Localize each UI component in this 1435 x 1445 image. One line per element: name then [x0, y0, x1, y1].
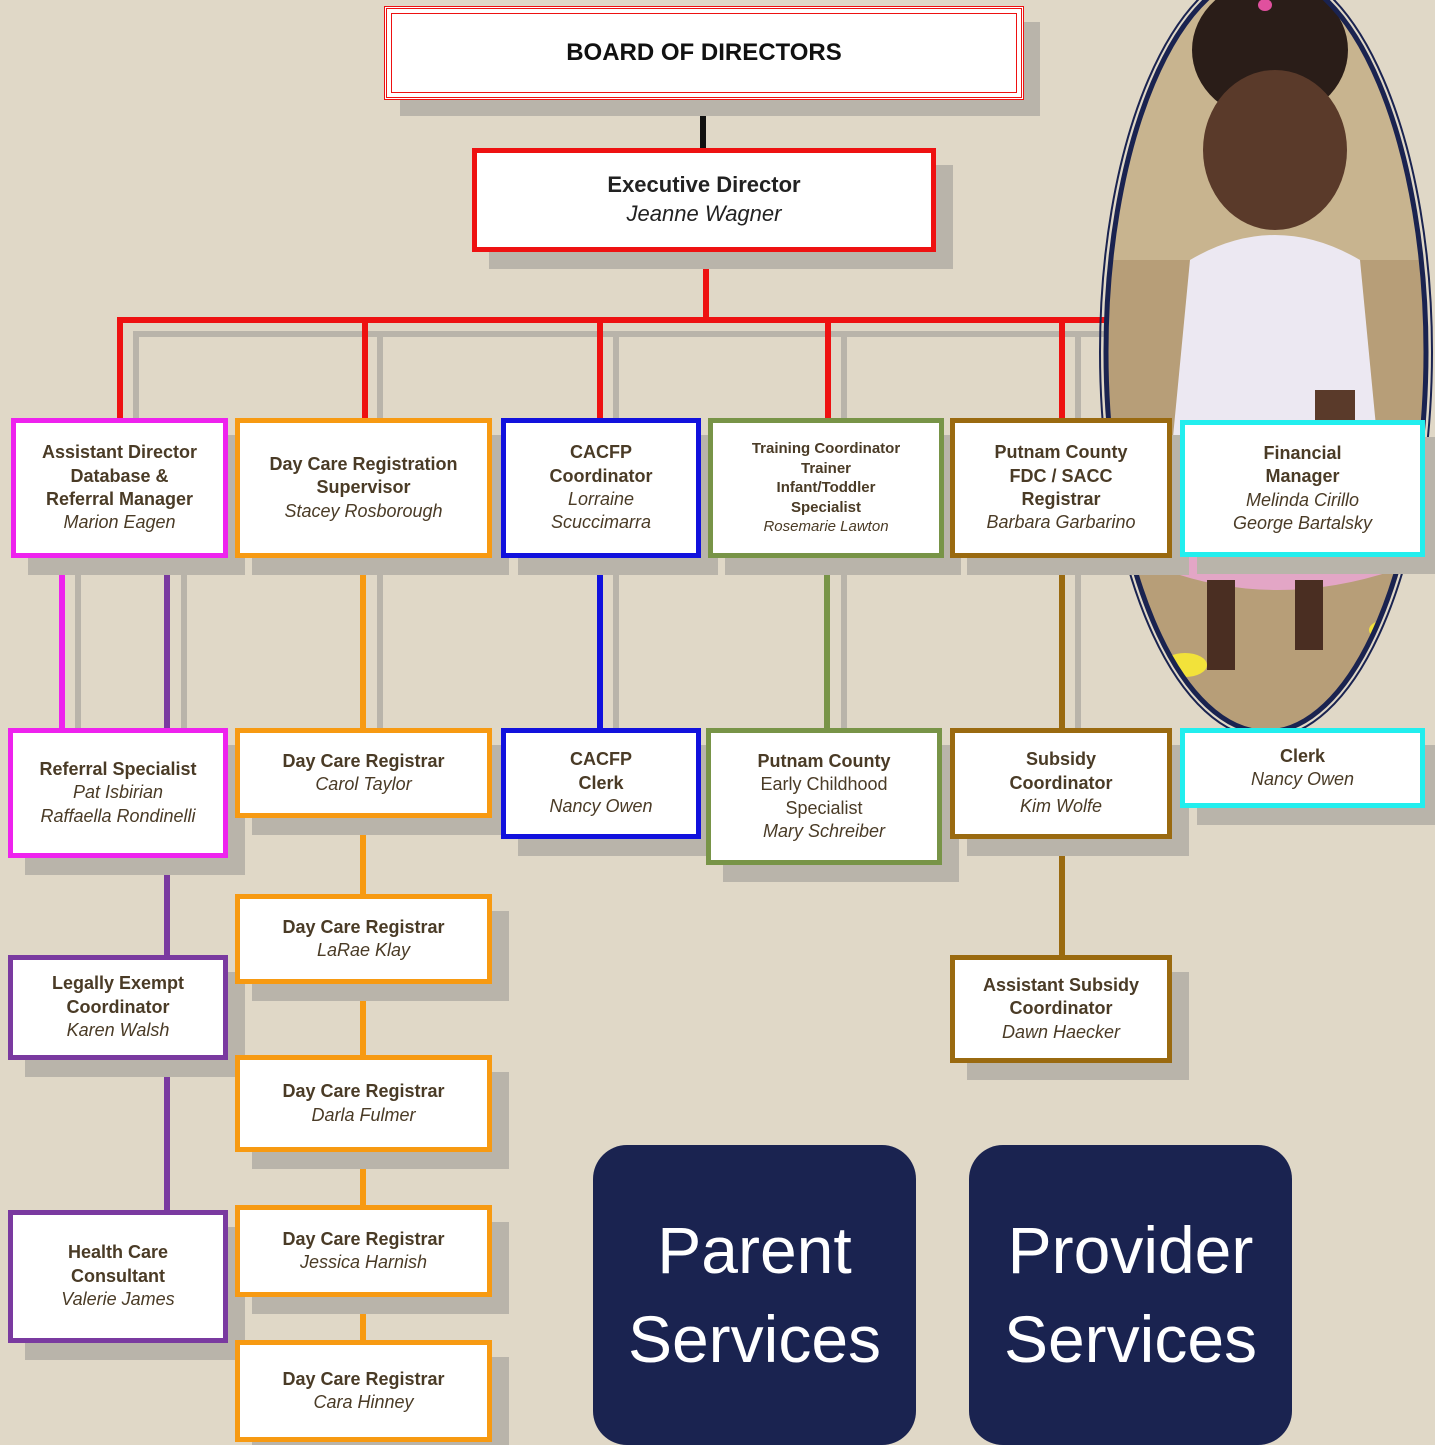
registrar-title: Day Care Registrar — [282, 916, 445, 937]
putnam-registrar-box: Putnam County FDC / SACC Registrar Barba… — [950, 418, 1172, 558]
training-coordinator-name: Rosemarie Lawton — [763, 518, 889, 536]
legally-exempt-coordinator-box: Legally Exempt Coordinator Karen Walsh — [8, 955, 228, 1060]
registrar-title: Day Care Registrar — [282, 1081, 445, 1102]
provider-services-line2: Services — [1003, 1302, 1258, 1376]
cacfp-coordinator-title: CACFP Coordinator — [549, 442, 653, 486]
registration-supervisor-box: Day Care Registration Supervisor Stacey … — [235, 418, 492, 558]
referral-specialist-box: Referral Specialist Pat Isbirian Raffael… — [8, 728, 228, 858]
financial-manager-box: Financial Manager Melinda Cirillo George… — [1180, 420, 1425, 557]
legally-exempt-name: Karen Walsh — [66, 1020, 170, 1041]
financial-manager-name: Melinda Cirillo George Bartalsky — [1232, 489, 1373, 533]
health-care-name: Valerie James — [61, 1289, 175, 1310]
putnam-registrar-title: Putnam County FDC / SACC Registrar — [994, 442, 1128, 509]
subsidy-coordinator-title: Subsidy Coordinator — [1009, 749, 1113, 793]
clerk-box: Clerk Nancy Owen — [1180, 728, 1425, 808]
training-coordinator-title: Training Coordinator Trainer Infant/Todd… — [751, 440, 901, 516]
day-care-registrar-box: Day Care Registrar LaRae Klay — [235, 894, 492, 984]
executive-director-box: Executive Director Jeanne Wagner — [472, 148, 936, 252]
cacfp-clerk-title: CACFP Clerk — [570, 749, 632, 793]
early-childhood-specialist-box: Putnam County Early Childhood Specialist… — [706, 728, 942, 865]
registrar-title: Day Care Registrar — [282, 750, 445, 771]
assistant-director-title: Assistant Director Database & Referral M… — [41, 442, 198, 509]
registration-supervisor-title: Day Care Registration Supervisor — [269, 453, 458, 498]
financial-manager-title: Financial Manager — [1263, 442, 1342, 487]
board-title: BOARD OF DIRECTORS — [566, 39, 842, 66]
day-care-registrar-box: Day Care Registrar Darla Fulmer — [235, 1055, 492, 1152]
assistant-subsidy-coordinator-box: Assistant Subsidy Coordinator Dawn Haeck… — [950, 955, 1172, 1063]
putnam-registrar-name: Barbara Garbarino — [986, 512, 1136, 533]
legally-exempt-title: Legally Exempt Coordinator — [51, 973, 185, 1017]
provider-services-line1: Provider — [1007, 1212, 1254, 1287]
registrar-name: LaRae Klay — [316, 940, 411, 960]
early-childhood-role: Early Childhood Specialist — [760, 774, 888, 818]
early-childhood-name: Mary Schreiber — [762, 820, 886, 841]
assistant-subsidy-name: Dawn Haecker — [1001, 1021, 1121, 1042]
subsidy-coordinator-name: Kim Wolfe — [1019, 796, 1102, 817]
referral-specialist-name: Pat Isbirian Raffaella Rondinelli — [40, 782, 196, 826]
subsidy-coordinator-box: Subsidy Coordinator Kim Wolfe — [950, 728, 1172, 839]
training-coordinator-box: Training Coordinator Trainer Infant/Todd… — [708, 418, 944, 558]
provider-services-button[interactable]: Provider Services — [969, 1145, 1292, 1445]
child-photo — [1099, 0, 1433, 739]
day-care-registrar-box: Day Care Registrar Jessica Harnish — [235, 1205, 492, 1297]
parent-services-button[interactable]: Parent Services — [593, 1145, 916, 1445]
cacfp-coordinator-box: CACFP Coordinator Lorraine Scuccimarra — [501, 418, 701, 558]
executive-name: Jeanne Wagner — [626, 201, 782, 226]
assistant-director-name: Marion Eagen — [63, 512, 176, 533]
parent-services-line2: Services — [627, 1302, 882, 1376]
executive-title: Executive Director — [607, 172, 801, 198]
clerk-title: Clerk — [1279, 745, 1326, 766]
assistant-subsidy-title: Assistant Subsidy Coordinator — [982, 974, 1140, 1019]
cacfp-clerk-box: CACFP Clerk Nancy Owen — [501, 728, 701, 839]
day-care-registrar-box: Day Care Registrar Carol Taylor — [235, 728, 492, 818]
clerk-name: Nancy Owen — [1250, 769, 1355, 789]
board-of-directors-box: BOARD OF DIRECTORS — [384, 6, 1024, 100]
registrar-name: Jessica Harnish — [299, 1252, 428, 1272]
cacfp-clerk-name: Nancy Owen — [549, 796, 653, 817]
registrar-name: Darla Fulmer — [311, 1104, 416, 1125]
parent-services-line1: Parent — [657, 1212, 852, 1287]
early-childhood-title: Putnam County — [757, 750, 891, 771]
registrar-name: Carol Taylor — [315, 774, 412, 794]
health-care-consultant-box: Health Care Consultant Valerie James — [8, 1210, 228, 1343]
health-care-title: Health Care Consultant — [67, 1242, 169, 1286]
registrar-name: Cara Hinney — [313, 1392, 414, 1412]
referral-specialist-title: Referral Specialist — [39, 758, 197, 779]
registrar-title: Day Care Registrar — [282, 1368, 445, 1389]
registrar-title: Day Care Registrar — [282, 1228, 445, 1249]
cacfp-coordinator-name: Lorraine Scuccimarra — [550, 489, 652, 533]
day-care-registrar-box: Day Care Registrar Cara Hinney — [235, 1340, 492, 1442]
assistant-director-box: Assistant Director Database & Referral M… — [11, 418, 228, 558]
registration-supervisor-name: Stacey Rosborough — [284, 500, 443, 521]
